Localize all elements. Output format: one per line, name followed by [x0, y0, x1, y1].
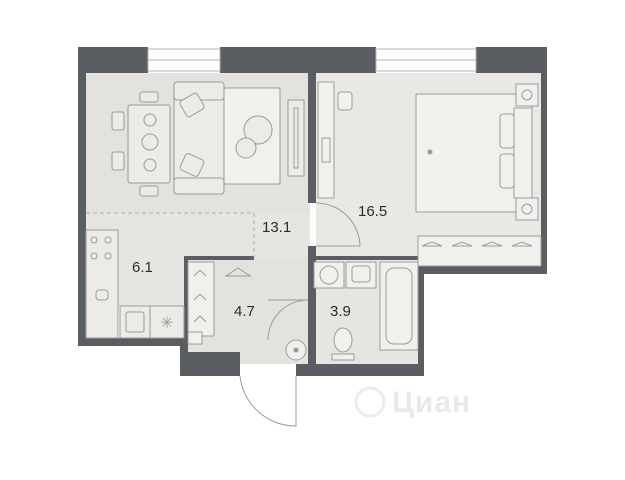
snowflake-icon: ✳: [160, 315, 173, 332]
wall-hall-left: [180, 338, 188, 358]
bedroom-furniture: [317, 81, 542, 267]
lamp-icon: [521, 203, 533, 215]
toilet-icon: [333, 327, 353, 353]
tv: [293, 107, 299, 169]
lamp-icon: [521, 89, 533, 101]
wall-right: [541, 47, 547, 274]
stove-burner-icon: [90, 252, 98, 260]
stove-burner-icon: [104, 236, 112, 244]
stove-burner-icon: [90, 236, 98, 244]
chair-bottom: [139, 185, 159, 197]
hanger-icon: [193, 315, 207, 323]
sink-basin-icon: [125, 311, 145, 333]
bathtub-inner: [385, 267, 413, 345]
area-label-living: 13.1: [262, 219, 291, 236]
living-furniture: [111, 81, 305, 197]
wall-top-mid: [220, 47, 376, 73]
wall-top-right: [476, 47, 547, 73]
pillow-icon: [499, 153, 515, 189]
entrance-door[interactable]: [239, 375, 297, 427]
wall-hall-bath: [308, 256, 316, 364]
hanger-icon: [511, 241, 533, 247]
wall-bottom-left: [180, 352, 240, 376]
zone-lines: [86, 212, 255, 258]
hanger-icon: [481, 241, 503, 247]
area-label-bathroom: 3.9: [330, 303, 351, 320]
desk-chair: [337, 91, 353, 111]
wardrobe: [417, 235, 542, 267]
wall-corridor-bottom: [184, 256, 254, 260]
hanger-icon: [193, 269, 207, 277]
dishwasher: [149, 305, 185, 339]
kettle-icon: [95, 289, 109, 301]
hanger-icon: [451, 241, 473, 247]
kitchen-counter: [85, 229, 119, 339]
windows: [147, 48, 477, 72]
wall-left: [78, 47, 86, 346]
door-bathroom[interactable]: [267, 299, 309, 341]
area-label-kitchen: 6.1: [132, 259, 153, 276]
wall-top-left: [78, 47, 148, 73]
corridor-floor: [184, 213, 310, 258]
bathroom-fixtures: [313, 261, 419, 361]
floor-drain-center: [293, 347, 299, 353]
wall-bedroom-bottom: [418, 266, 547, 274]
coffee-table: [243, 115, 273, 145]
plate-icon: [141, 133, 159, 151]
watermark-logo-icon: [354, 386, 386, 418]
wall-bath-top: [308, 256, 422, 260]
walls: [78, 47, 547, 376]
sofa-arm: [173, 177, 225, 195]
hall-furniture: [187, 261, 307, 361]
basin-icon: [351, 265, 371, 283]
area-label-hallway: 4.7: [234, 303, 255, 320]
monitor-icon: [321, 137, 331, 163]
coat-rack-icon: [224, 267, 252, 277]
doors: [239, 202, 361, 427]
chair-left-2: [111, 151, 125, 171]
watermark: Циан: [354, 386, 471, 419]
kitchen-furniture: ✳: [85, 229, 185, 339]
door-bedroom[interactable]: [315, 202, 361, 247]
toilet-tank: [331, 353, 355, 361]
cushion-icon: [179, 92, 205, 118]
chair-top: [139, 91, 159, 103]
shoe-shelf: [187, 331, 203, 345]
area-labels: 13.1 16.5 6.1 4.7 3.9: [132, 203, 387, 320]
hall-wardrobe: [187, 261, 215, 337]
cushion-icon: [179, 153, 205, 177]
wall-kitchen-hall: [184, 258, 188, 338]
wall-living-bedroom-lower: [308, 246, 316, 258]
bed-headboard: [513, 107, 533, 199]
washing-machine-drum-icon: [319, 265, 339, 285]
armchair-icon: [235, 137, 257, 159]
hanger-icon: [193, 293, 207, 301]
plate-icon: [143, 113, 157, 127]
chair-left-1: [111, 111, 125, 131]
wall-bath-right: [418, 266, 424, 372]
bed-dot: [427, 149, 433, 155]
pillow-icon: [499, 113, 515, 149]
hanger-icon: [421, 241, 443, 247]
wall-kitchen-bottom: [78, 338, 188, 346]
wall-living-bedroom: [308, 73, 316, 203]
watermark-text: Циан: [392, 386, 471, 419]
bed: [415, 93, 533, 213]
plate-icon: [143, 158, 157, 172]
area-label-bedroom: 16.5: [358, 203, 387, 220]
stove-burner-icon: [104, 252, 112, 260]
wall-bottom-right: [296, 364, 424, 376]
